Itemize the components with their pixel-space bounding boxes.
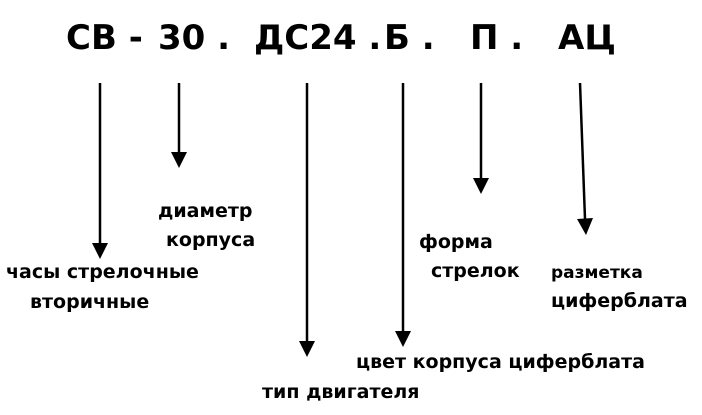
code-segment-motor: ДС24 . — [254, 18, 382, 58]
label-diameter-line-2: корпуса — [166, 229, 256, 251]
arrow-hands — [473, 83, 489, 194]
label-hands-line-2: стрелок — [431, 260, 520, 282]
arrow-marking — [577, 82, 593, 235]
arrow-type — [92, 83, 108, 259]
label-marking-line-1: разметка — [551, 263, 643, 283]
label-color: цвет корпуса циферблата — [356, 351, 645, 373]
code-segment-color: Б . — [384, 18, 435, 58]
arrow-color — [395, 83, 411, 347]
label-type-line-2: вторичные — [30, 291, 150, 313]
label-diameter-line-1: диаметр — [158, 200, 253, 222]
label-marking-line-2: циферблата — [551, 290, 688, 312]
code-segment-diameter: 30 . — [158, 18, 231, 58]
code-segment-marking: АЦ — [558, 18, 616, 58]
arrow-diameter — [171, 83, 187, 168]
label-hands-line-1: форма — [419, 231, 493, 253]
arrow-motor — [299, 83, 315, 357]
label-motor: тип двигателя — [262, 381, 420, 403]
code-segment-type: СВ - — [66, 18, 143, 58]
code-segment-hands: П . — [470, 18, 524, 58]
label-type-line-1: часы стрелочные — [6, 261, 199, 283]
